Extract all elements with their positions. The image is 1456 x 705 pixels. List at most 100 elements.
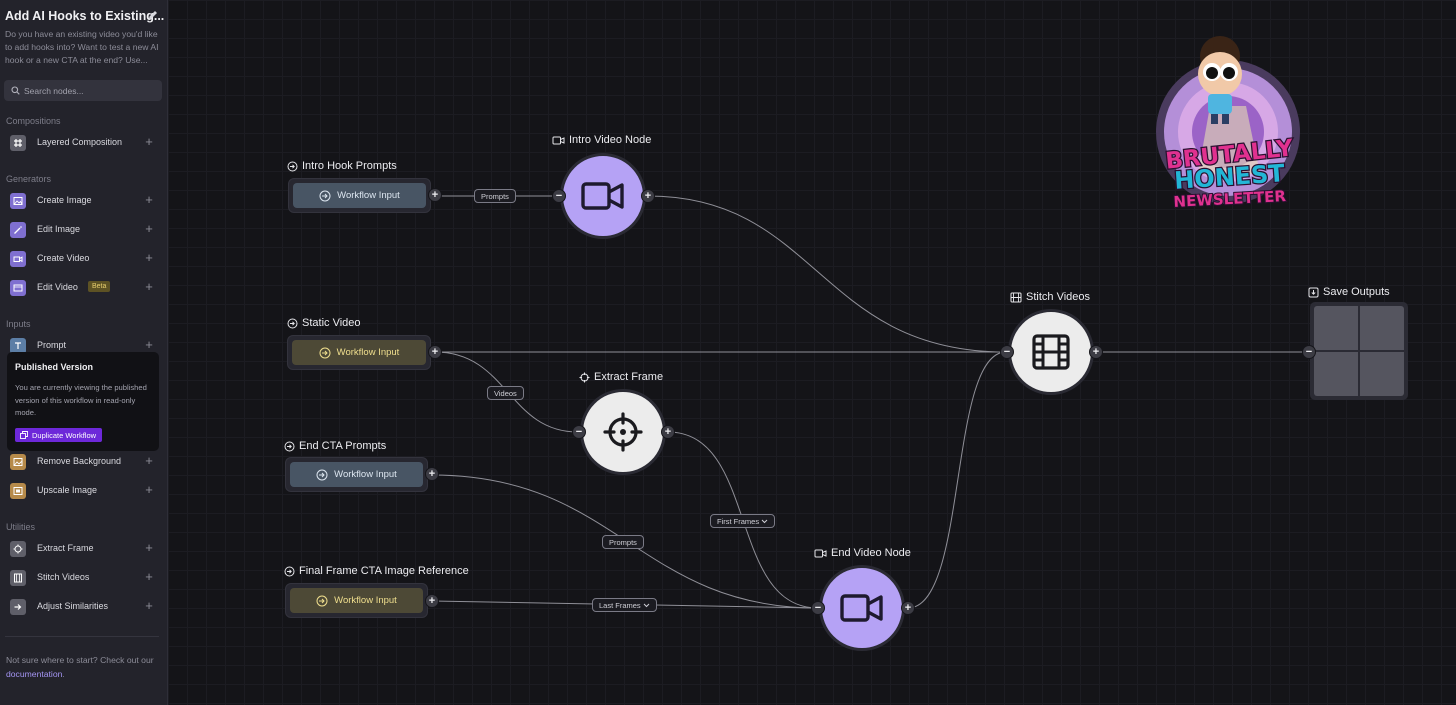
sidebar-item-edit-image[interactable]: Edit Image + — [5, 219, 163, 241]
add-icon[interactable]: + — [145, 221, 153, 236]
save-outputs-node[interactable] — [1310, 302, 1408, 400]
output-port[interactable]: + — [1089, 345, 1103, 359]
add-icon[interactable]: + — [145, 337, 153, 352]
input-arrow-icon — [284, 441, 295, 451]
add-icon[interactable]: + — [145, 250, 153, 265]
workflow-input-button[interactable]: Workflow Input — [290, 588, 423, 613]
add-icon[interactable]: + — [145, 540, 153, 555]
edge-label-videos: Videos — [487, 386, 524, 400]
chevron-down-icon — [643, 603, 650, 607]
video-camera-icon — [581, 182, 624, 210]
output-port[interactable]: + — [428, 188, 442, 202]
published-version-popover: Published Version You are currently view… — [7, 352, 159, 451]
final-frame-cta-node[interactable]: Workflow Input — [285, 583, 428, 618]
film-strip-icon — [1032, 334, 1070, 370]
sidebar-item-label: Prompt — [37, 340, 67, 350]
download-icon — [1308, 287, 1319, 297]
edge-label-first-frames[interactable]: First Frames — [710, 514, 776, 528]
film-edit-icon — [10, 280, 26, 296]
edge-intro-to-stitch — [647, 195, 1007, 353]
sidebar-item-stitch-videos[interactable]: Stitch Videos + — [5, 567, 163, 589]
upscale-icon — [10, 483, 26, 499]
node-label-extract-frame: Extract Frame — [579, 371, 663, 383]
brutally-honest-newsletter-logo: BRUTALLY HONEST NEWSLETTER — [1156, 36, 1300, 212]
node-label-end-cta-prompts: End CTA Prompts — [284, 440, 386, 452]
add-icon[interactable]: + — [145, 134, 153, 149]
sidebar-item-create-image[interactable]: Create Image + — [5, 190, 163, 212]
sidebar-item-upscale-image[interactable]: Upscale Image + — [5, 480, 163, 502]
popover-text: You are currently viewing the published … — [15, 383, 147, 417]
sidebar-item-create-video[interactable]: Create Video + — [5, 248, 163, 270]
sidebar-item-edit-video[interactable]: Edit Video Beta + — [5, 277, 163, 299]
input-port[interactable]: − — [811, 601, 825, 615]
image-cutout-icon — [10, 454, 26, 470]
sidebar-item-label: Create Image — [37, 195, 92, 205]
video-camera-icon — [552, 136, 565, 144]
input-port[interactable]: − — [552, 189, 566, 203]
crosshair-icon — [579, 372, 590, 382]
node-label-end-video-node: End Video Node — [814, 547, 911, 559]
edge-label-prompts: Prompts — [474, 189, 516, 203]
workflow-title: Add AI Hooks to Existing... — [5, 9, 165, 23]
add-icon[interactable]: + — [145, 192, 153, 207]
sidebar-item-label: Edit Image — [37, 224, 81, 234]
crosshair-icon — [10, 541, 26, 557]
output-port[interactable]: + — [901, 601, 915, 615]
text-icon — [10, 338, 26, 354]
intro-video-node[interactable] — [560, 153, 646, 239]
pencil-icon[interactable] — [147, 9, 159, 21]
extract-frame-node[interactable] — [580, 389, 666, 475]
sidebar-item-label: Adjust Similarities — [37, 601, 109, 611]
video-camera-icon — [814, 549, 827, 557]
sidebar-divider — [5, 636, 159, 637]
add-icon[interactable]: + — [145, 453, 153, 468]
sidebar-item-extract-frame[interactable]: Extract Frame + — [5, 538, 163, 560]
input-port[interactable]: − — [1000, 345, 1014, 359]
film-strip-icon — [10, 570, 26, 586]
workflow-input-button[interactable]: Workflow Input — [292, 340, 426, 365]
output-port[interactable]: + — [641, 189, 655, 203]
sidebar-item-layered-composition[interactable]: Layered Composition + — [5, 132, 163, 154]
output-port[interactable]: + — [425, 467, 439, 481]
output-port[interactable]: + — [425, 594, 439, 608]
workflow-canvas[interactable]: BRUTALLY HONEST NEWSLETTER Intro Hook Pr… — [168, 0, 1456, 705]
duplicate-workflow-button[interactable]: Duplicate Workflow — [15, 428, 103, 442]
end-video-node[interactable] — [819, 565, 905, 651]
add-icon[interactable]: + — [145, 598, 153, 613]
search-box[interactable] — [4, 80, 162, 101]
sidebar-item-label: Layered Composition — [37, 137, 123, 147]
crosshair-icon — [603, 412, 643, 452]
add-icon[interactable]: + — [145, 482, 153, 497]
workflow-input-button[interactable]: Workflow Input — [293, 183, 426, 208]
add-icon[interactable]: + — [145, 279, 153, 294]
sidebar-item-label: Edit Video — [37, 282, 78, 292]
sidebar-item-label: Remove Background — [37, 456, 122, 466]
help-text: Not sure where to start? Check out our d… — [6, 655, 154, 679]
output-port[interactable]: + — [428, 345, 442, 359]
stitch-videos-node[interactable] — [1008, 309, 1094, 395]
search-input[interactable] — [24, 82, 154, 99]
image-icon — [10, 193, 26, 209]
node-label-intro-hook-prompts: Intro Hook Prompts — [287, 160, 397, 172]
sidebar-item-adjust-similarities[interactable]: Adjust Similarities + — [5, 596, 163, 618]
arrow-right-icon — [10, 599, 26, 615]
edge-label-last-frames[interactable]: Last Frames — [592, 598, 657, 612]
input-port[interactable]: − — [572, 425, 586, 439]
sidebar-item-prompt[interactable]: Prompt + — [5, 335, 163, 357]
sidebar-item-remove-background[interactable]: Remove Background + — [5, 451, 163, 473]
add-icon[interactable]: + — [145, 569, 153, 584]
video-camera-icon — [10, 251, 26, 267]
workflow-input-button[interactable]: Workflow Input — [290, 462, 423, 487]
input-arrow-icon — [316, 469, 328, 480]
intro-hook-prompts-node[interactable]: Workflow Input — [288, 178, 431, 213]
end-cta-prompts-node[interactable]: Workflow Input — [285, 457, 428, 492]
input-port[interactable]: − — [1302, 345, 1316, 359]
video-camera-icon — [840, 594, 883, 622]
documentation-link[interactable]: documentation — [6, 669, 63, 679]
output-port[interactable]: + — [661, 425, 675, 439]
section-generators: Generators — [6, 174, 52, 184]
logo-line-3: NEWSLETTER — [1173, 187, 1287, 211]
input-arrow-icon — [287, 161, 298, 171]
static-video-node[interactable]: Workflow Input — [287, 335, 431, 370]
search-icon — [11, 86, 20, 95]
